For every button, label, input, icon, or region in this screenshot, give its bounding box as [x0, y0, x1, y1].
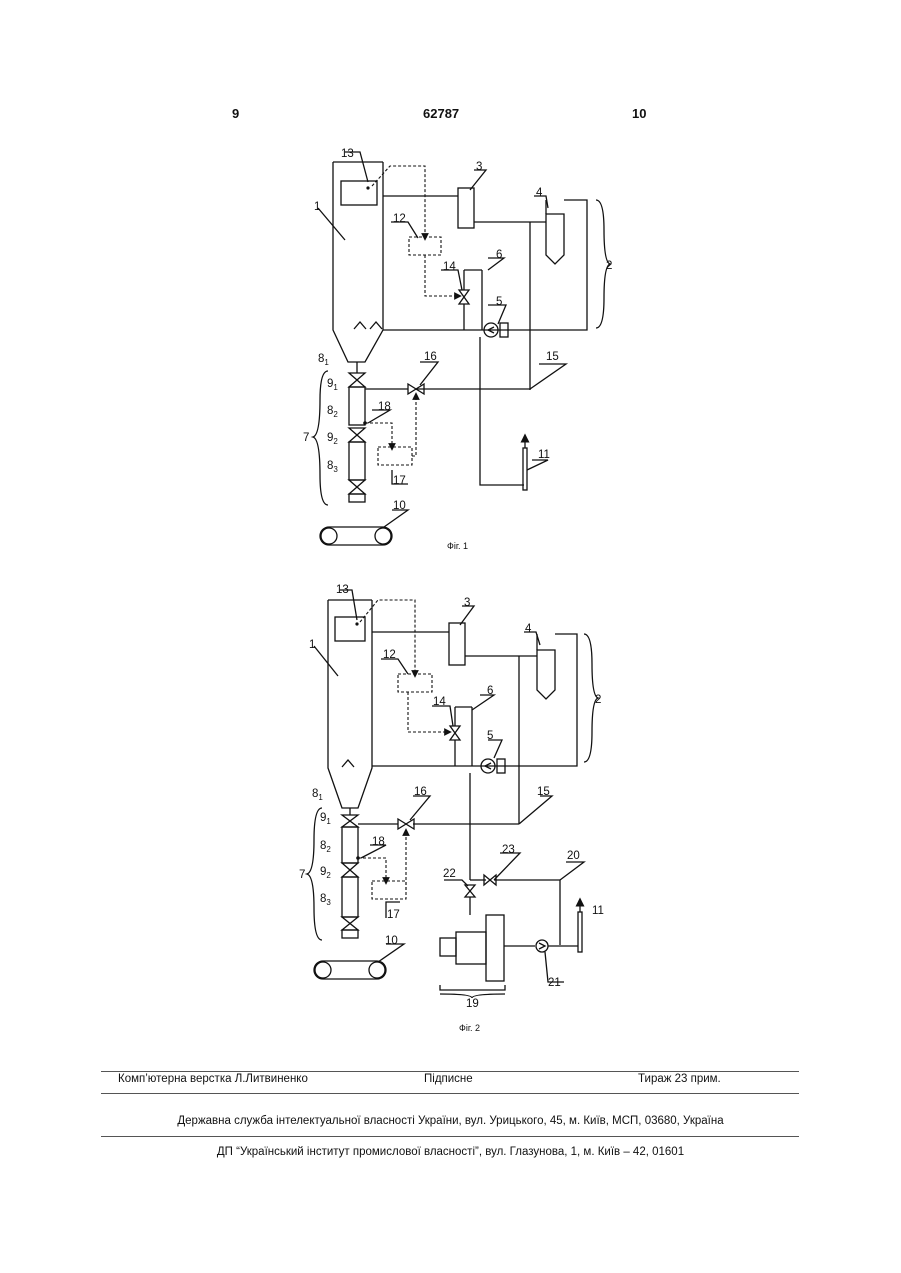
- fig2-label-22: 22: [443, 868, 456, 880]
- footer-rule-top: [101, 1071, 799, 1072]
- conveyor-10: [314, 961, 386, 979]
- gate-8-1: [349, 373, 365, 387]
- fig1-label-18: 18: [378, 401, 391, 413]
- gate-8-2: [349, 428, 365, 442]
- chamber-9-2: [349, 442, 365, 480]
- atomizer-13: [341, 181, 377, 205]
- fig2-label-9-2: 92: [320, 866, 331, 880]
- fig2-label-11: 11: [592, 905, 604, 917]
- figure-2: [307, 590, 598, 998]
- fig2-label-9-1: 91: [320, 812, 331, 826]
- chamber-9-1: [349, 387, 365, 425]
- valve-22: [465, 885, 475, 897]
- fig2-label-23: 23: [502, 844, 515, 856]
- fig1-label-8-1: 81: [318, 353, 329, 367]
- footer-agency: Державна служба інтелектуальної власност…: [0, 1115, 901, 1127]
- fig2-label-2: 2: [595, 694, 601, 706]
- fig2-label-6: 6: [487, 685, 493, 697]
- fig1-label-13: 13: [341, 148, 354, 160]
- filter-4: [537, 650, 555, 699]
- gate-8-2: [342, 863, 358, 877]
- valve-14: [459, 290, 469, 304]
- exhaust-11: [578, 912, 582, 952]
- fig2-label-1: 1: [309, 639, 315, 651]
- fig2-label-19: 19: [466, 998, 479, 1010]
- fig2-label-16: 16: [414, 786, 427, 798]
- chamber-9-2: [342, 877, 358, 917]
- footer-rule-mid: [101, 1093, 799, 1094]
- controller-17: [378, 447, 412, 465]
- fig2-label-10: 10: [385, 935, 398, 947]
- footer-signed: Підписне: [424, 1073, 473, 1085]
- cyclone-3: [458, 188, 474, 228]
- fig2-label-21: 21: [548, 977, 561, 989]
- fig2-caption: Фіг. 2: [459, 1023, 480, 1033]
- fig2-label-12: 12: [383, 649, 396, 661]
- footer-institute: ДП “Український інститут промислової вла…: [0, 1146, 901, 1158]
- fig1-label-10: 10: [393, 500, 406, 512]
- fig1-label-5: 5: [496, 296, 502, 308]
- fig2-label-4: 4: [525, 623, 532, 635]
- fig1-label-8-2: 82: [327, 405, 338, 419]
- fig1-label-9-2: 92: [327, 432, 338, 446]
- fig1-label-3: 3: [476, 161, 482, 173]
- patent-drawings: 13 1 3 4 12 14 6 5 2 81 16 15 91 18 82 7…: [0, 0, 901, 1060]
- fig2-label-20: 20: [567, 850, 580, 862]
- controller-12: [409, 237, 441, 255]
- fig1-label-7: 7: [303, 432, 309, 444]
- fig1-label-15: 15: [546, 351, 559, 363]
- fig2-label-7: 7: [299, 869, 305, 881]
- unit-19: [486, 915, 504, 981]
- fig1-label-14: 14: [443, 261, 456, 273]
- fig1-label-12: 12: [393, 213, 406, 225]
- controller-17: [372, 881, 406, 899]
- footer-circulation: Тираж 23 прим.: [638, 1073, 721, 1085]
- fig2-label-18: 18: [372, 836, 385, 848]
- fig2-label-15: 15: [537, 786, 550, 798]
- valve-14: [450, 726, 460, 740]
- gate-8-3: [349, 480, 365, 494]
- fig2-label-8-3: 83: [320, 893, 331, 907]
- fig1-label-11: 11: [538, 449, 550, 461]
- fig1-caption: Фіг. 1: [447, 541, 468, 551]
- fig2-label-8-1: 81: [312, 788, 323, 802]
- filter-4: [546, 214, 564, 264]
- fig1-label-9-1: 91: [327, 378, 338, 392]
- fig2-label-17: 17: [387, 909, 400, 921]
- exhaust-11: [523, 448, 527, 490]
- chamber-9-1: [342, 827, 358, 863]
- footer-typesetting: Комп’ютерна верстка Л.Литвиненко: [118, 1073, 308, 1085]
- gate-8-1: [342, 815, 358, 827]
- fig1-label-16: 16: [424, 351, 437, 363]
- fig2-label-3: 3: [464, 597, 470, 609]
- figure-1: [313, 152, 610, 545]
- fig1-label-1: 1: [314, 201, 320, 213]
- fig1-label-6: 6: [496, 249, 502, 261]
- fig1-label-2: 2: [606, 260, 612, 272]
- conveyor-10: [320, 527, 392, 545]
- fig2-label-5: 5: [487, 730, 493, 742]
- fig2-label-14: 14: [433, 696, 446, 708]
- footer-rule-bottom: [101, 1136, 799, 1137]
- gate-8-3: [342, 917, 358, 930]
- fig2-label-13: 13: [336, 584, 349, 596]
- fig1-label-8-3: 83: [327, 460, 338, 474]
- cyclone-3: [449, 623, 465, 665]
- valve-16: [398, 819, 414, 829]
- fig1-label-4: 4: [536, 187, 543, 199]
- controller-12: [398, 674, 432, 692]
- fig2-label-8-2: 82: [320, 840, 331, 854]
- fig1-label-17: 17: [393, 475, 406, 487]
